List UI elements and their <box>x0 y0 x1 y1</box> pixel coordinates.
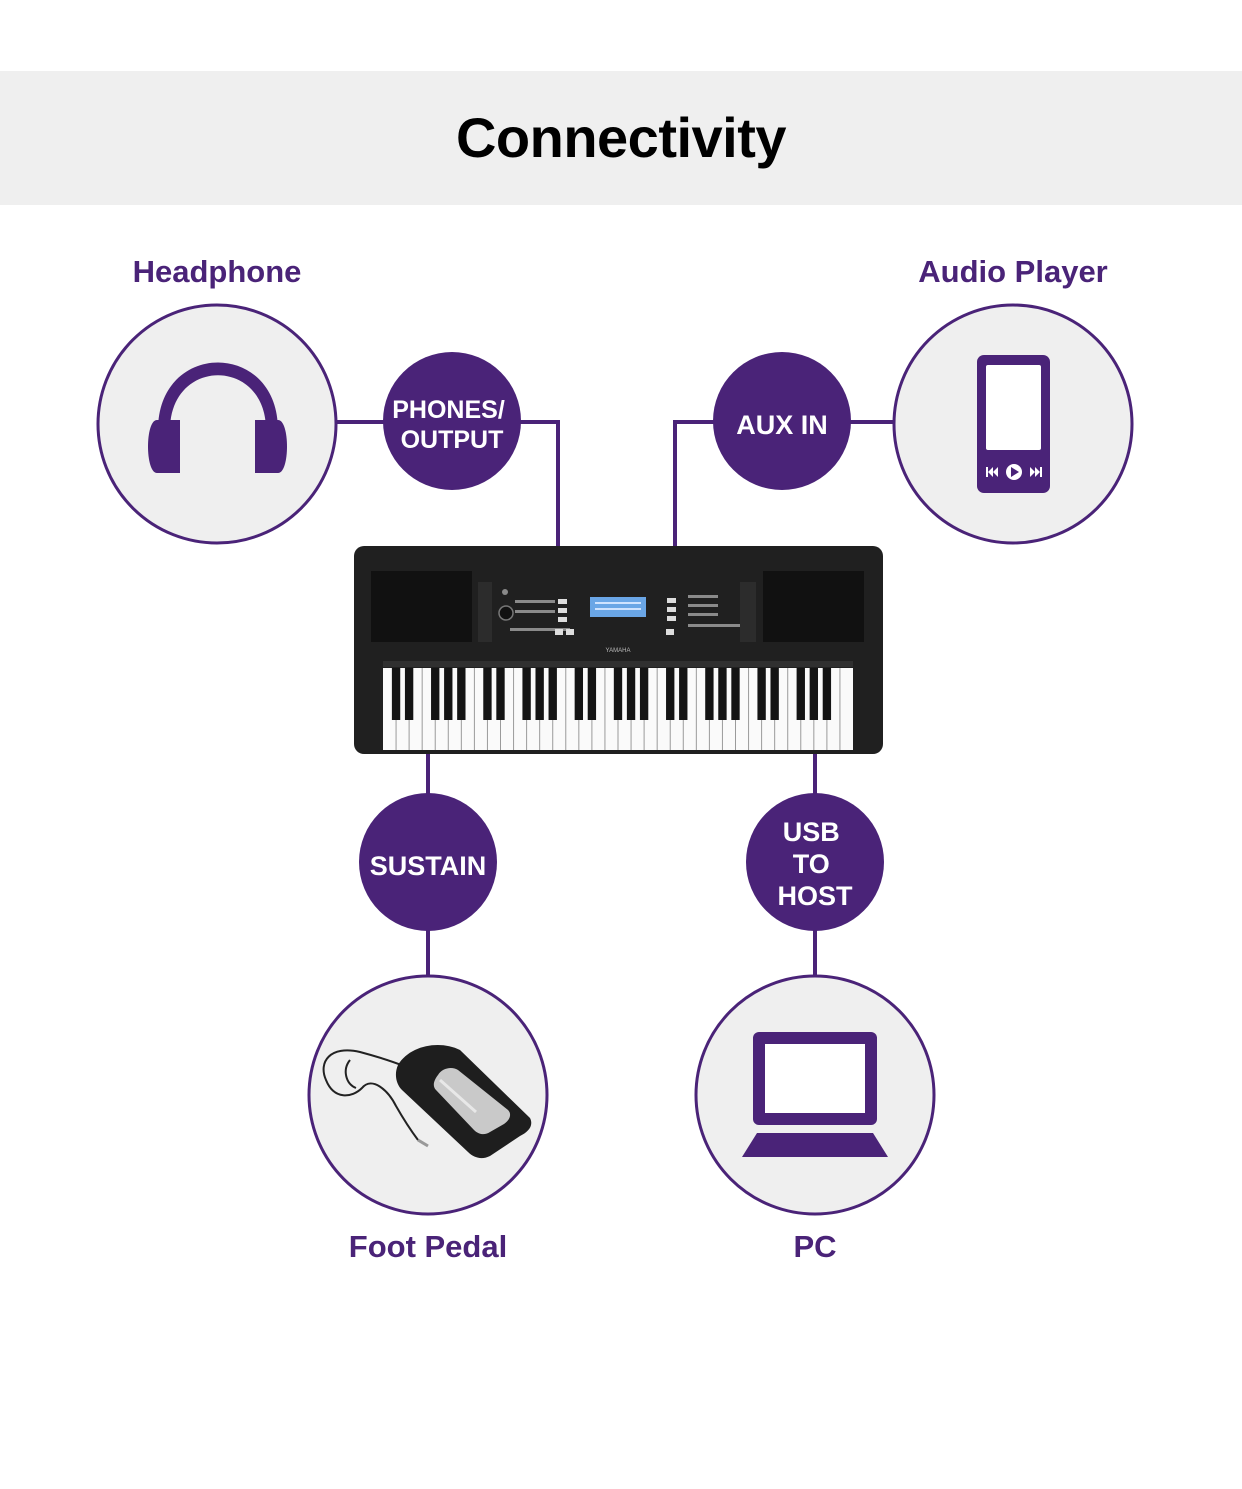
port-usb-to-host <box>746 793 884 931</box>
next-icon <box>1030 467 1042 477</box>
black-key <box>770 668 779 720</box>
foot-pedal-image <box>322 1045 532 1159</box>
black-key <box>666 668 675 720</box>
headphone-circle <box>96 303 338 545</box>
black-key <box>522 668 531 720</box>
laptop-icon <box>742 1032 888 1157</box>
black-key <box>718 668 727 720</box>
connector-aux-keyboard <box>673 420 714 548</box>
port-aux-in <box>713 352 851 490</box>
black-key <box>483 668 492 720</box>
left-speaker <box>371 571 472 642</box>
connector-phones-keyboard <box>519 420 560 548</box>
right-speaker <box>763 571 864 642</box>
black-key <box>496 668 505 720</box>
black-key <box>391 668 401 720</box>
black-key <box>444 668 453 720</box>
device-label-audio-player: Audio Player <box>918 254 1108 289</box>
control-panel-right <box>666 582 756 642</box>
port-sustain <box>359 793 497 931</box>
device-label-headphone: Headphone <box>132 254 302 289</box>
black-key <box>679 668 688 720</box>
black-key <box>757 668 766 720</box>
control-panel <box>478 582 574 642</box>
black-key <box>574 668 584 720</box>
headphone-icon <box>148 362 287 473</box>
black-key <box>639 668 649 720</box>
lcd-display <box>590 597 646 617</box>
black-key <box>535 668 544 720</box>
black-key <box>705 668 714 720</box>
black-key <box>796 668 805 720</box>
previous-icon <box>986 467 998 477</box>
black-key <box>404 668 414 720</box>
black-key <box>457 668 466 720</box>
black-key <box>587 668 597 720</box>
device-label-pc: PC <box>793 1229 837 1264</box>
port-label-phones-output: PHONES/ OUTPUT <box>392 396 511 454</box>
port-label-aux-in: AUX IN <box>736 410 828 440</box>
connector-lines <box>336 420 896 976</box>
black-key <box>431 668 440 720</box>
brand-logo: YAMAHA <box>606 648 631 654</box>
port-phones-output <box>383 352 521 490</box>
black-key <box>626 668 636 720</box>
port-label-sustain: SUSTAIN <box>370 851 487 881</box>
black-keys <box>391 668 832 720</box>
black-key <box>613 668 623 720</box>
black-key <box>548 668 557 720</box>
black-key <box>809 668 819 720</box>
black-key <box>731 668 740 720</box>
audio-player-icon <box>977 355 1050 493</box>
page-title: Connectivity <box>455 106 787 169</box>
black-key <box>822 668 832 720</box>
port-label-usb-to-host: USB TO HOST <box>777 817 853 911</box>
header-band <box>0 71 1242 205</box>
device-label-foot-pedal: Foot Pedal <box>348 1229 508 1264</box>
keyboard-image: YAMAHA <box>354 546 883 754</box>
